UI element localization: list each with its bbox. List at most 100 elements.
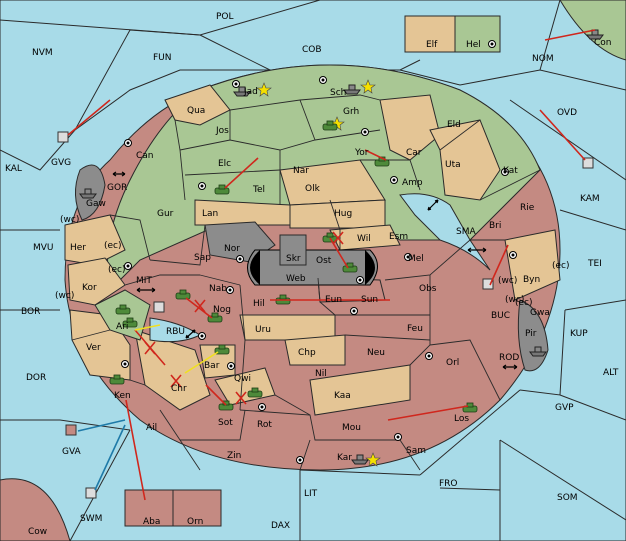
coastal-markers [57,131,594,499]
svg-text:Aba: Aba [143,517,160,527]
svg-text:NOM: NOM [532,54,554,64]
svg-text:Nil: Nil [315,369,327,379]
svg-text:Feu: Feu [407,324,423,334]
svg-text:Hug: Hug [334,209,352,219]
svg-text:Uru: Uru [255,325,271,335]
svg-text:TEI: TEI [587,259,602,269]
svg-text:Gur: Gur [157,209,174,219]
svg-text:Orl: Orl [446,358,459,368]
svg-text:Obs: Obs [419,284,437,294]
svg-text:GVP: GVP [555,403,574,413]
region-orn[interactable] [172,489,222,527]
svg-text:DAX: DAX [271,521,290,531]
svg-text:Eun: Eun [325,295,342,305]
svg-text:(wc): (wc) [60,215,79,225]
svg-text:Chp: Chp [298,348,316,358]
svg-text:Gwa: Gwa [530,308,550,318]
svg-text:Elf: Elf [426,40,438,50]
svg-text:(wc): (wc) [498,276,517,286]
svg-text:Sot: Sot [218,418,233,428]
svg-text:Wil: Wil [357,234,371,244]
svg-text:Kat: Kat [503,166,518,176]
svg-text:KAM: KAM [580,194,600,204]
region-her[interactable] [64,214,126,266]
svg-text:Amp: Amp [402,178,423,188]
svg-text:GOR: GOR [107,183,127,193]
svg-text:Gaw: Gaw [86,199,106,209]
svg-text:GVA: GVA [62,447,82,457]
passage-arrows [112,171,518,370]
svg-text:Sap: Sap [194,253,211,263]
svg-text:NVM: NVM [32,48,53,58]
svg-text:GVG: GVG [51,158,71,168]
region-chr-area[interactable] [134,329,211,411]
svg-text:Web: Web [286,274,306,284]
svg-text:Nor: Nor [224,244,240,254]
region-elf[interactable] [404,15,456,53]
svg-text:Con: Con [594,38,612,48]
svg-text:Grh: Grh [343,107,359,117]
svg-text:(ec): (ec) [104,241,122,251]
dislodged-marks [144,231,344,405]
svg-text:MIT: MIT [136,276,152,286]
svg-text:Sun: Sun [361,295,378,305]
svg-text:Ken: Ken [114,391,131,401]
svg-text:Qua: Qua [187,106,205,116]
region-car[interactable] [379,94,441,161]
svg-text:Kor: Kor [82,283,97,293]
svg-text:COB: COB [302,45,322,55]
svg-text:Sch: Sch [330,88,346,98]
region-byn[interactable] [504,229,561,301]
svg-text:Sam: Sam [406,446,426,456]
svg-text:Bar: Bar [204,361,220,371]
svg-text:Bri: Bri [489,221,501,231]
svg-text:Nab: Nab [209,284,227,294]
web-cap-right [365,250,375,285]
svg-text:LIT: LIT [304,489,318,499]
svg-text:Nog: Nog [213,305,231,315]
svg-text:(wc): (wc) [505,295,524,305]
svg-text:Mel: Mel [408,254,424,264]
fleet-units[interactable] [79,29,604,465]
region-qua[interactable] [164,84,231,126]
svg-text:BUC: BUC [491,311,510,321]
svg-text:ROD: ROD [499,353,519,363]
svg-text:Skr: Skr [286,254,301,264]
region-kor[interactable] [67,257,126,306]
svg-text:Orn: Orn [187,517,203,527]
svg-text:RBU: RBU [166,327,185,337]
web-cap-left [250,250,260,285]
region-ari[interactable] [94,289,151,341]
svg-text:(ec): (ec) [552,261,570,271]
region-kaa[interactable] [309,364,411,416]
svg-text:SOM: SOM [557,493,578,503]
svg-text:Ver: Ver [86,343,101,353]
svg-text:KAL: KAL [5,164,22,174]
svg-text:Byn: Byn [523,275,540,285]
svg-text:BOR: BOR [21,307,40,317]
region-borders [71,94,541,471]
svg-text:Ail: Ail [146,423,157,433]
svg-text:Qwi: Qwi [234,374,251,384]
svg-text:Elc: Elc [218,159,231,169]
svg-text:Can: Can [136,151,154,161]
svg-text:Car: Car [406,148,422,158]
region-wil[interactable] [329,224,401,251]
svg-text:Rot: Rot [257,420,272,430]
svg-text:DOR: DOR [26,373,46,383]
svg-text:Hel: Hel [466,40,481,50]
svg-text:FUN: FUN [153,53,172,63]
svg-text:Ari: Ari [116,322,128,332]
svg-text:SWM: SWM [80,514,102,524]
svg-text:Los: Los [454,414,469,424]
svg-text:Jad: Jad [243,87,258,97]
region-chp[interactable] [284,334,346,366]
sea-sma[interactable] [399,193,491,271]
svg-text:Yor: Yor [354,148,369,158]
svg-text:Esm: Esm [389,232,408,242]
svg-text:Lan: Lan [202,209,218,219]
svg-text:OVD: OVD [557,108,577,118]
